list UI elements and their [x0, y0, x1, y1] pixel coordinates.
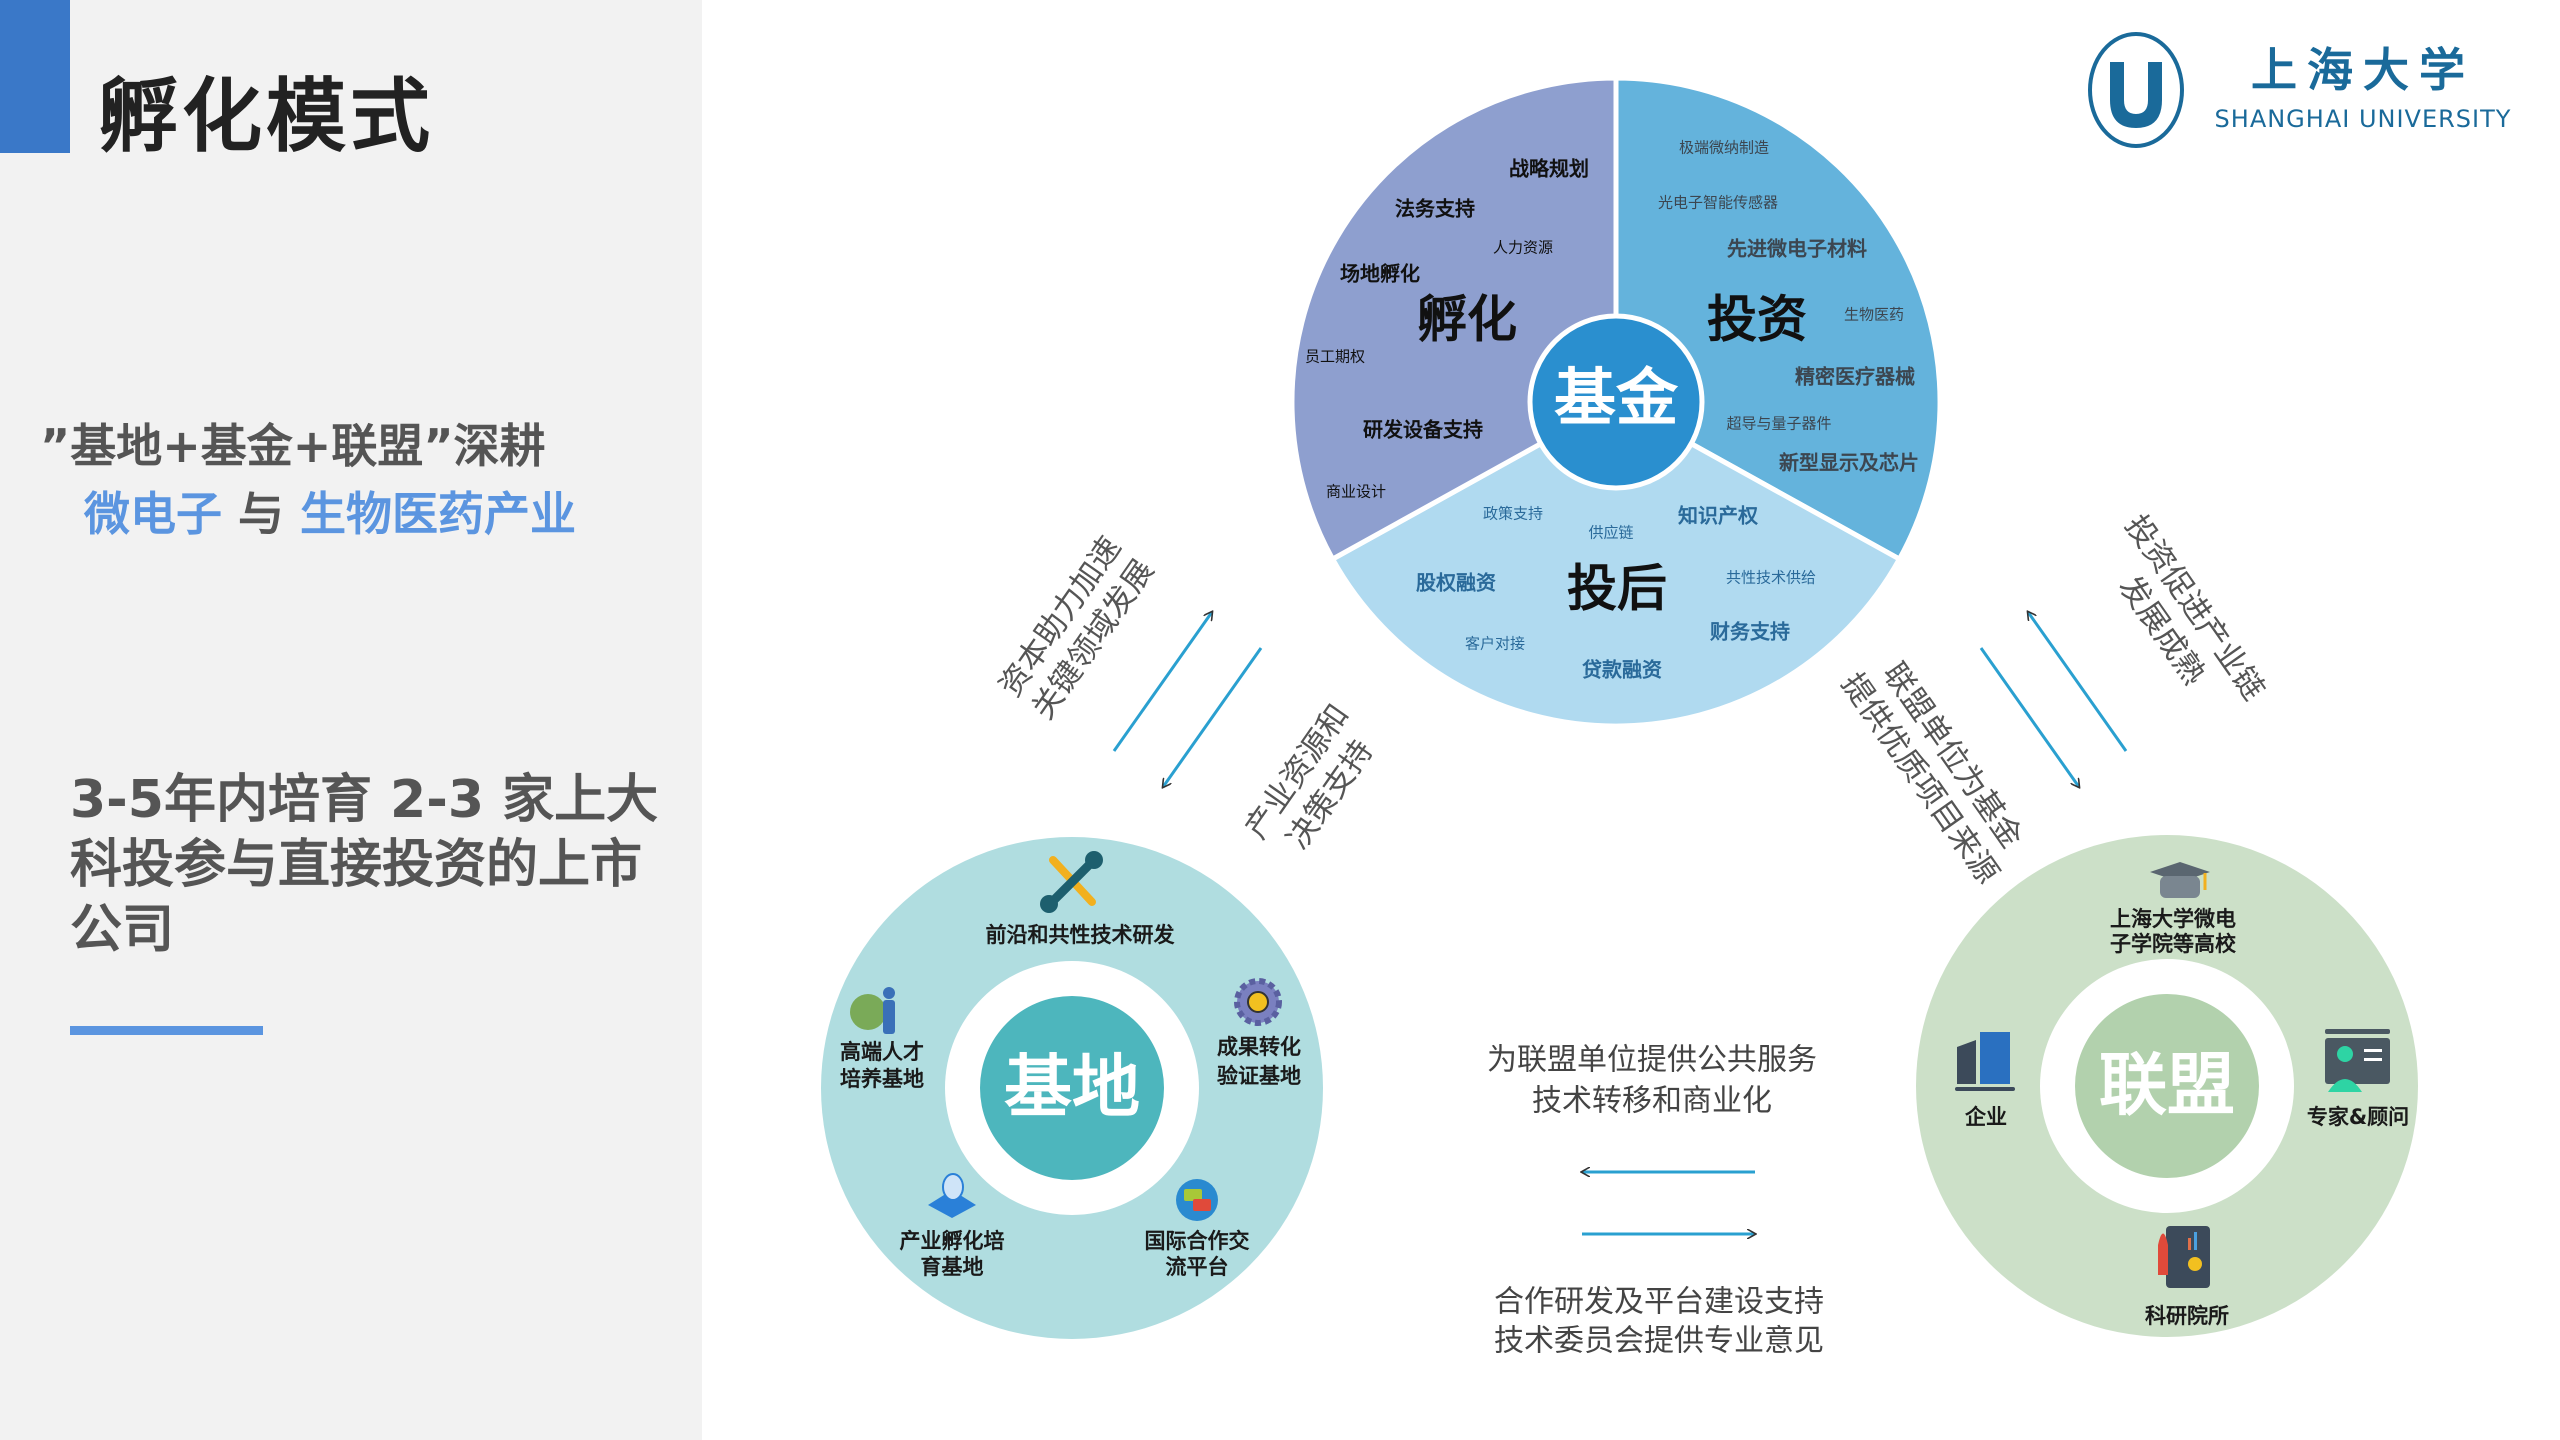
alliance-ring: 联盟 上海大学微电 子学院等高校 企业 专家&顾问 科研院所 [1916, 835, 2418, 1337]
pie-label: 共性技术供给 [1726, 569, 1816, 587]
slogan-and: 与 [222, 487, 301, 541]
goal-text: 3-5年内培育 2-3 家上大科投参与直接投资的上市公司 [70, 770, 659, 960]
fund-center-circle [1527, 313, 1705, 491]
base-center-label: 基地 [1004, 1049, 1140, 1128]
pie-slice-investment [1613, 75, 1943, 563]
flow-text: 技术转移和商业化 [1532, 1084, 1772, 1119]
incubation-labels: 孵化 战略规划 法务支持 人力资源 场地孵化 员工期权 研发设备支持 商业设计 [1305, 157, 1589, 501]
slogan-line-1: ”基地+基金+联盟”深耕 [40, 419, 546, 473]
pie-label: 生物医药 [1844, 306, 1904, 324]
pie-label: 场地孵化 [1340, 262, 1420, 286]
pie-label: 人力资源 [1493, 239, 1553, 257]
pie-label: 政策支持 [1483, 505, 1543, 523]
pie-label: 客户对接 [1465, 635, 1525, 653]
left-panel: 孵化模式 ”基地+基金+联盟”深耕 微电子 与 生物医药产业 3-5年内培育 2… [0, 0, 702, 1440]
flow-arrows [1112, 612, 2128, 1234]
arrow-alliance-to-fund [2028, 612, 2128, 752]
fund-center-label: 基金 [1554, 361, 1679, 434]
pie-label: 光电子智能传感器 [1658, 194, 1778, 212]
rocket-chart-icon [2158, 1226, 2210, 1288]
alliance-item-label: 科研院所 [2145, 1304, 2229, 1328]
slogan-line-2: 微电子 与 生物医药产业 [84, 478, 576, 544]
base-item-label: 流平台 [1166, 1255, 1229, 1279]
alliance-item-label: 子学院等高校 [2110, 932, 2237, 956]
pie-label: 供应链 [1588, 524, 1633, 542]
tools-icon [1040, 851, 1103, 913]
alliance-item-label: 上海大学微电 [2110, 907, 2236, 931]
arrow-fund-to-base [1163, 647, 1263, 787]
pie-label: 新型显示及芯片 [1779, 451, 1919, 475]
flow-label-fund-to-alliance: 投资促进产业链 发展成熟 [2112, 508, 2272, 706]
base-item-label: 产业孵化培 [900, 1229, 1005, 1253]
logo-cn: 上海大学 [2251, 43, 2475, 97]
pie-label: 知识产权 [1678, 504, 1759, 528]
pie-label: 股权融资 [1416, 571, 1496, 595]
logo-en: SHANGHAI UNIVERSITY [2215, 105, 2512, 133]
pie-label: 先进微电子材料 [1727, 237, 1867, 261]
fund-pie: 基金 孵化 战略规划 法务支持 人力资源 场地孵化 员工期权 研发设备支持 商业… [1289, 75, 1943, 729]
slogan-field-2: 生物医药产业 [300, 487, 577, 541]
pie-label: 商业设计 [1326, 483, 1386, 501]
alliance-item-label: 专家&顾问 [2307, 1105, 2409, 1129]
flow-label-alliance-to-fund: 联盟单位为基金 提供优质项目来源 [1834, 656, 2030, 890]
base-item-label: 验证基地 [1217, 1064, 1301, 1088]
accent-bar [70, 1026, 263, 1035]
investment-labels: 投资 极端微纳制造 光电子智能传感器 先进微电子材料 生物医药 精密医疗器械 超… [1658, 139, 1919, 475]
base-item-label: 高端人才 [840, 1040, 924, 1064]
incubation-title: 孵化 [1417, 291, 1517, 349]
pie-label: 极端微纳制造 [1679, 139, 1769, 157]
emblem-icon [2088, 32, 2184, 148]
expert-icon [2325, 1029, 2390, 1092]
pie-label: 战略规划 [1509, 157, 1589, 181]
alliance-item-label: 企业 [1964, 1105, 2007, 1129]
university-logo: 上海大学 SHANGHAI UNIVERSITY [2088, 32, 2512, 148]
pie-label: 财务支持 [1710, 620, 1790, 644]
incubator-icon [928, 1173, 976, 1218]
flow-text: 为联盟单位提供公共服务 [1487, 1043, 1817, 1078]
pie-label: 超导与量子器件 [1726, 415, 1831, 433]
flow-text: 技术委员会提供专业意见 [1494, 1324, 1824, 1359]
chat-icon [1176, 1179, 1218, 1221]
base-item-label: 国际合作交 [1145, 1229, 1250, 1253]
gear-icon [1234, 978, 1282, 1026]
pie-slice-incubation [1289, 75, 1619, 563]
post-investment-title: 投后 [1567, 560, 1667, 618]
base-item-label: 成果转化 [1217, 1035, 1301, 1059]
page-title: 孵化模式 [98, 70, 434, 163]
post-investment-labels: 投后 政策支持 供应链 知识产权 股权融资 共性技术供给 客户对接 财务支持 贷… [1416, 504, 1816, 682]
globe-person-icon [850, 987, 895, 1034]
arrow-base-to-fund [1112, 612, 1212, 752]
base-ring: 基地 前沿和共性技术研发 高端人才 培养基地 成果转化 验证基地 产业孵化培 育… [821, 837, 1323, 1339]
alliance-center-label: 联盟 [2099, 1047, 2235, 1126]
pie-label: 员工期权 [1305, 348, 1365, 366]
building-icon [1955, 1032, 2015, 1091]
arrow-fund-to-alliance [1979, 647, 2079, 787]
flow-text: 合作研发及平台建设支持 [1494, 1285, 1824, 1320]
base-item-label: 培养基地 [840, 1067, 924, 1091]
pie-label: 法务支持 [1395, 197, 1475, 221]
graduation-cap-icon [2150, 862, 2210, 898]
pie-label: 研发设备支持 [1363, 418, 1483, 442]
base-item-label: 前沿和共性技术研发 [986, 923, 1176, 947]
slogan-field-1: 微电子 [84, 487, 222, 541]
investment-title: 投资 [1707, 291, 1807, 349]
flow-label-base-to-fund: 产业资源和 决策支持 [1238, 698, 1380, 856]
base-item-label: 育基地 [921, 1255, 984, 1279]
pie-label: 贷款融资 [1582, 658, 1662, 682]
pie-label: 精密医疗器械 [1795, 365, 1915, 389]
title-accent-block [0, 0, 70, 153]
flow-label-fund-to-base: 资本助力加速 关键领域发展 [992, 530, 1161, 726]
